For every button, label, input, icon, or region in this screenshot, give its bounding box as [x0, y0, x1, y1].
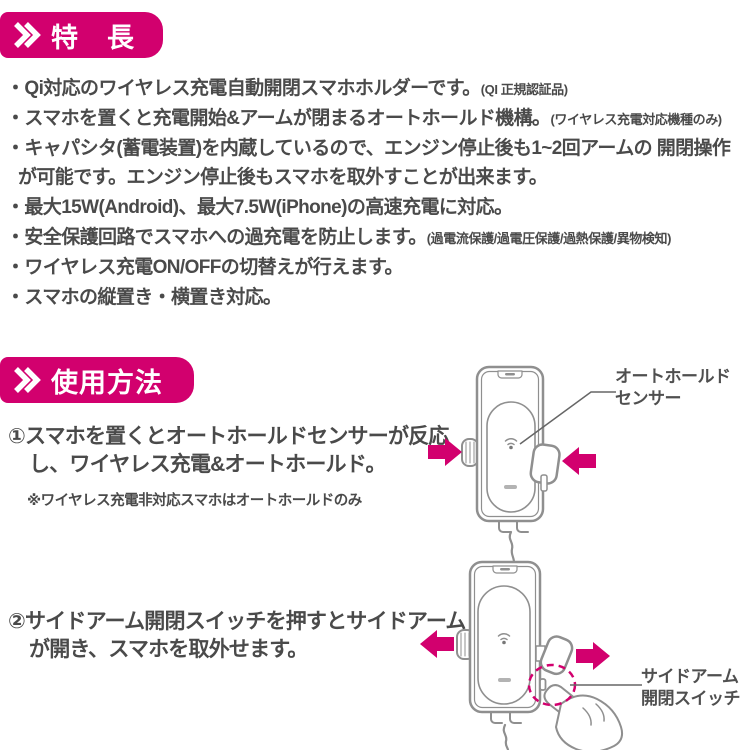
feature-item: ・ワイヤレス充電ON/OFFの切替えが行えます。: [6, 253, 748, 283]
feature-item: ・安全保護回路でスマホへの過充電を防止します。(過電流保護/過電圧保護/過熱保護…: [6, 223, 748, 253]
feature-item: ・スマホの縦置き・横置き対応。: [6, 283, 748, 313]
pressing-hand: [543, 684, 624, 750]
features-list: ・Qi対応のワイヤレス充電自動開閉スマホホルダーです。(QI 正規認証品) ・ス…: [6, 74, 748, 313]
usage-step-1: ①スマホを置くとオートホールドセンサーが反応し、ワイヤレス充電&オートホールド。: [8, 425, 449, 476]
feature-text: ・最大15W(Android)、最大7.5W(iPhone)の高速充電に対応。: [6, 197, 513, 218]
charging-cable: [502, 723, 510, 750]
wireless-charging-icon: [504, 438, 518, 450]
arm-open-arrow-right: [576, 642, 610, 670]
phone: [468, 560, 542, 714]
feature-text: ・スマホの縦置き・横置き対応。: [6, 287, 282, 308]
cradle-pad: [477, 585, 531, 705]
arm-close-arrow-left: [428, 438, 462, 466]
logo-mark: [504, 485, 517, 489]
features-section-header: 特 長: [0, 12, 163, 58]
arm-close-arrow-right: [562, 447, 596, 475]
feature-note: (ワイヤレス充電対応機種のみ): [550, 112, 722, 127]
feature-item: ・スマホを置くと充電開始&アームが閉まるオートホールド機構。(ワイヤレス充電対応…: [6, 104, 748, 134]
feature-text: ・スマホを置くと充電開始&アームが閉まるオートホールド機構。: [6, 108, 551, 129]
left-arm: [461, 438, 479, 467]
sensor-callout-line: [519, 391, 616, 445]
side-arm-switch-label: サイドアーム 開閉スイッチ: [641, 667, 741, 708]
feature-text: ・安全保護回路でスマホへの過充電を防止します。: [6, 227, 427, 248]
double-chevron-right-icon: [14, 22, 41, 48]
feature-note: (QI 正規認証品): [480, 82, 568, 97]
feature-text: ・ワイヤレス充電ON/OFFの切替えが行えます。: [6, 257, 404, 278]
charging-cable: [508, 530, 516, 567]
holder-closed-illustration: [428, 365, 616, 567]
features-title: 特 長: [51, 22, 135, 53]
usage-step-1-note: ※ワイヤレス充電非対応スマホはオートホールドのみ: [27, 493, 362, 509]
feature-text: ・Qi対応のワイヤレス充電自動開閉スマホホルダーです。: [6, 78, 481, 99]
feature-item: ・最大15W(Android)、最大7.5W(iPhone)の高速充電に対応。: [6, 193, 748, 223]
wireless-charging-icon: [497, 633, 511, 645]
bottom-feet: [498, 520, 529, 533]
side-arm-switch-button: [539, 678, 547, 691]
logo-mark: [498, 678, 511, 682]
auto-hold-sensor-label: オートホールド センサー: [615, 367, 731, 408]
holder-open-illustration: [420, 560, 642, 750]
feature-text: ・キャパシタ(蓄電装置)を内蔵しているので、エンジン停止後も1~2回アームの 開…: [6, 138, 731, 188]
feature-note: (過電流保護/過電圧保護/過熱保護/異物検知): [426, 231, 672, 246]
double-chevron-right-icon: [14, 367, 41, 393]
usage-title: 使用方法: [51, 367, 163, 398]
usage-step-2: ②サイドアーム開閉スイッチを押すとサイドアームが開き、スマホを取外せます。: [8, 610, 466, 661]
bottom-feet: [490, 711, 522, 724]
feature-item: ・Qi対応のワイヤレス充電自動開閉スマホホルダーです。(QI 正規認証品): [6, 74, 748, 104]
right-arm-open: [539, 635, 574, 676]
feature-item: ・キャパシタ(蓄電装置)を内蔵しているので、エンジン停止後も1~2回アームの 開…: [6, 134, 748, 193]
side-switch: [540, 474, 548, 492]
usage-section-header: 使用方法: [0, 357, 194, 403]
arm-open-arrow-left: [420, 630, 454, 658]
